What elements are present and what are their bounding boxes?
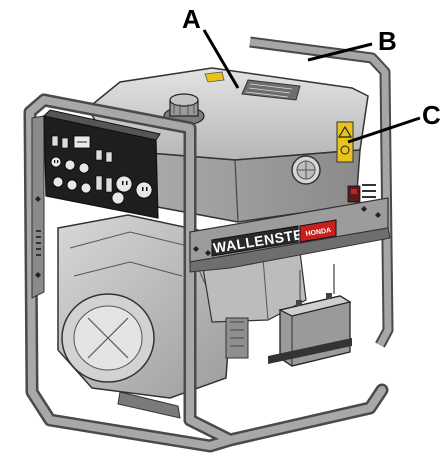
battery <box>268 264 352 367</box>
top-decal-label <box>241 79 301 101</box>
diamond-fastener-icon <box>35 196 41 278</box>
leader-line-b <box>307 42 373 62</box>
hour-meter-icon <box>73 135 91 149</box>
callout-label-b: B <box>378 26 397 56</box>
engine-logo-text: HONDA <box>305 227 331 238</box>
warning-label-icon <box>336 121 354 163</box>
outlet-icon <box>50 156 153 205</box>
start-switch-icon <box>347 185 361 203</box>
callout-leaders <box>202 29 421 144</box>
leader-line-a <box>202 29 240 89</box>
breaker-icon <box>51 135 113 193</box>
control-panel <box>42 109 361 219</box>
callout-label-c: C <box>422 100 441 130</box>
leader-line-c <box>347 116 421 144</box>
left-side-plate <box>31 115 45 299</box>
callout-label-a: A <box>182 4 201 34</box>
diamond-fastener-icon <box>193 206 381 256</box>
air-cleaner-icon <box>61 293 155 383</box>
fuel-gauge-icon <box>291 155 321 185</box>
